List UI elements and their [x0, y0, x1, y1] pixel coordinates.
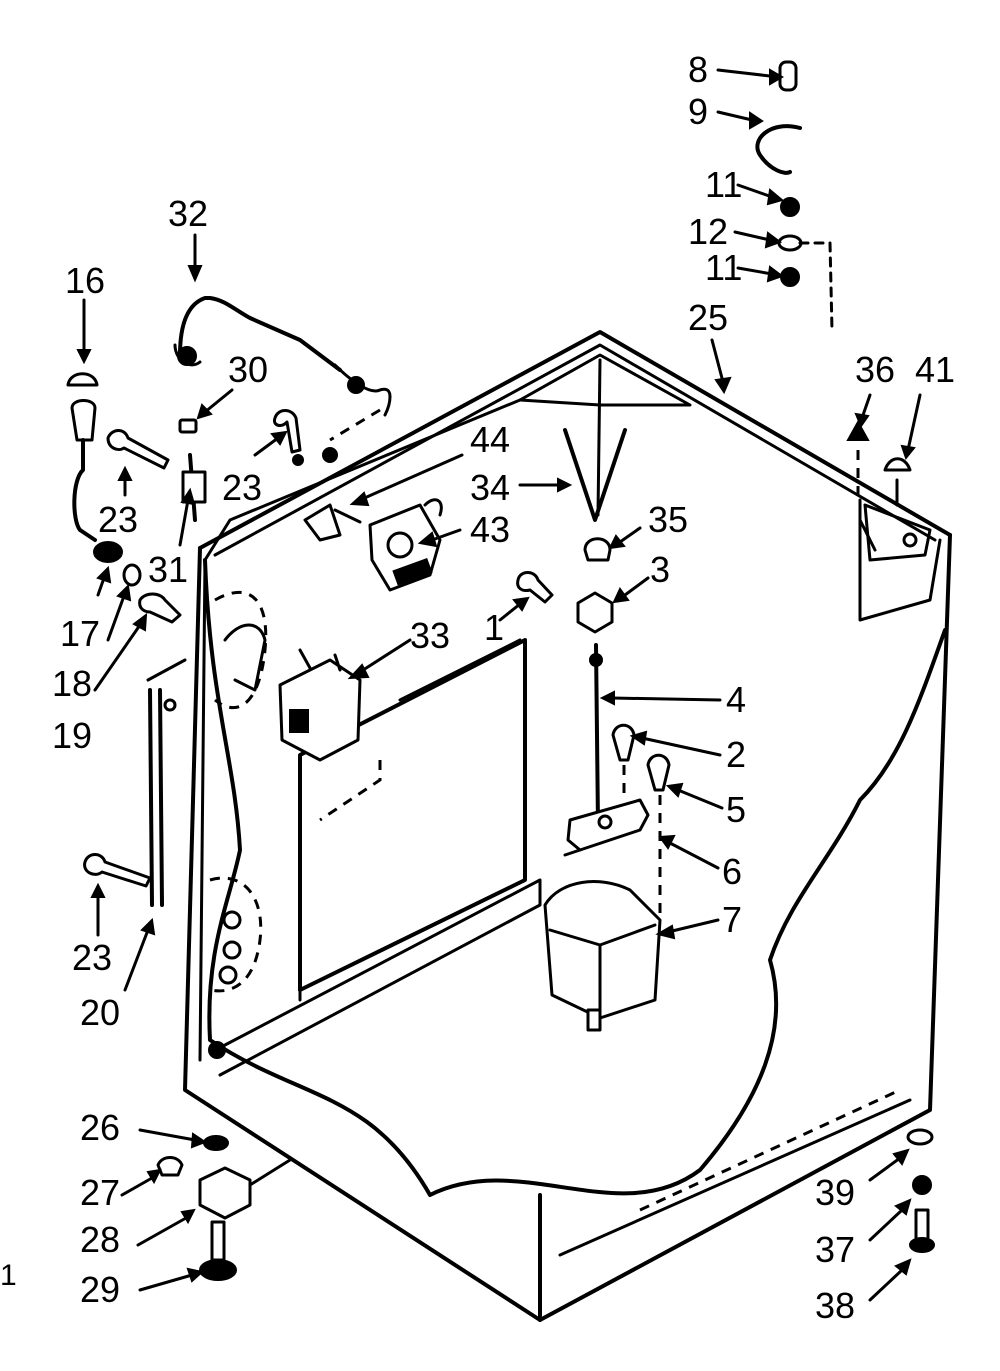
part-7-dispenser	[543, 880, 662, 1032]
part-16-cap	[66, 372, 99, 387]
callout-23-a: 23	[98, 499, 138, 540]
part-44-bracket	[303, 503, 362, 542]
part-26-washer	[203, 1135, 229, 1151]
callout-41: 41	[915, 349, 955, 390]
part-1-screw	[516, 571, 554, 604]
part-35-cap	[583, 537, 612, 562]
part-28-block	[198, 1158, 292, 1220]
callout-44: 44	[470, 419, 510, 460]
part-23-screw-top-mid	[272, 409, 304, 466]
leader-arrows	[76, 68, 922, 1302]
callout-2: 2	[726, 734, 746, 775]
callout-34: 34	[470, 467, 510, 508]
part-20-rod	[146, 658, 187, 907]
callout-7: 7	[722, 899, 742, 940]
callout-3: 3	[650, 549, 670, 590]
callout-labels: 8 9 11 12 11 25 36 41 32 16 30 23 23 31 …	[0, 49, 955, 1326]
part-41-clip	[883, 457, 912, 507]
part-36-cap	[846, 419, 870, 500]
part-17-inlet-hose	[70, 399, 123, 563]
part-32-hose	[173, 296, 392, 463]
callout-33: 33	[410, 615, 450, 656]
callout-6: 6	[722, 851, 742, 892]
callout-11-lower: 11	[705, 247, 742, 288]
callout-29: 29	[80, 1269, 120, 1310]
part-39-washer	[906, 1128, 934, 1146]
part-5-screw	[646, 753, 671, 920]
callout-4: 4	[726, 679, 746, 720]
callout-37: 37	[815, 1229, 855, 1270]
callout-38: 38	[815, 1285, 855, 1326]
part-30-clip	[178, 418, 198, 434]
callout-16: 16	[65, 260, 105, 301]
callout-9: 9	[688, 91, 708, 132]
part-29-leg	[199, 1220, 237, 1281]
callout-8: 8	[688, 49, 708, 90]
part-38-leg	[909, 1208, 935, 1253]
callout-20: 20	[80, 992, 120, 1033]
callout-27: 27	[80, 1172, 120, 1213]
part-3-block	[576, 591, 614, 634]
callout-23-c: 23	[72, 937, 112, 978]
callout-17: 17	[60, 613, 100, 654]
callout-36: 36	[855, 349, 895, 390]
callout-35: 35	[648, 499, 688, 540]
callout-30: 30	[228, 349, 268, 390]
callout-11: 11	[705, 164, 742, 205]
callout-43: 43	[470, 509, 510, 550]
callout-39: 39	[815, 1172, 855, 1213]
part-4-rod	[589, 643, 603, 827]
part-27-pin	[156, 1156, 184, 1177]
part-23-screw-top-left	[106, 429, 170, 470]
callout-19: 19	[52, 715, 92, 756]
callout-31: 31	[148, 549, 188, 590]
part-9-clip	[755, 124, 802, 175]
callout-25: 25	[688, 297, 728, 338]
part-34-strap	[563, 358, 627, 522]
callout-26: 26	[80, 1107, 120, 1148]
callout-32: 32	[168, 193, 208, 234]
part-23-screw-left	[83, 853, 152, 888]
callout-5: 5	[726, 789, 746, 830]
part-6-bracket	[563, 798, 650, 857]
cabinet-25	[183, 330, 952, 1322]
part-18-washer	[122, 563, 142, 587]
part-37-nut	[912, 1175, 932, 1195]
callout-1: 1	[484, 607, 504, 648]
part-11-nut	[780, 197, 800, 217]
part-2-screw	[611, 723, 636, 800]
callout-23-b: 23	[222, 467, 262, 508]
margin-mark: 1	[0, 1259, 17, 1292]
part-11-nut-lower	[780, 267, 800, 287]
part-43-switch	[368, 498, 443, 592]
part-33-water-valve	[223, 623, 382, 822]
part-8-screw	[778, 60, 798, 92]
callout-28: 28	[80, 1219, 120, 1260]
part-19-fitting	[138, 592, 182, 624]
callout-18: 18	[52, 663, 92, 704]
callout-12: 12	[688, 211, 728, 252]
